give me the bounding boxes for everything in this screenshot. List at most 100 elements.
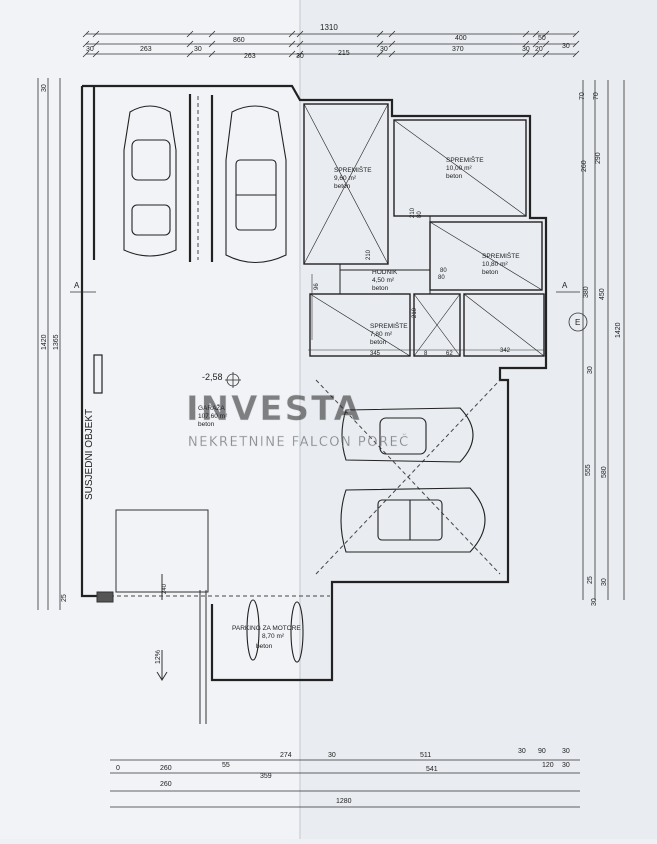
dim-left-1420: 1420 <box>41 334 48 350</box>
dim-bottom-1280: 1280 <box>336 798 352 805</box>
dim-left-30: 30 <box>41 84 48 92</box>
dimension-tick <box>92 30 100 38</box>
room-spremiste-1-floor: beton <box>334 183 351 190</box>
dim-bottom-30b: 30 <box>518 748 526 755</box>
dim-right-380: 380 <box>583 286 590 298</box>
dim-bottom-55: 55 <box>222 762 230 769</box>
inner-dim-80b: 80 <box>440 268 447 274</box>
dim-top-30a: 30 <box>86 46 94 53</box>
axis-e-label: E <box>575 318 580 327</box>
dim-right-30b: 30 <box>591 598 598 606</box>
dimension-tick <box>186 30 194 38</box>
dimension-tick <box>296 30 304 38</box>
room-spremiste-4-name: SPREMIŠTE <box>370 321 408 330</box>
room-parking-moto-floor: beton <box>256 643 273 650</box>
room-garaza-area: 107,60 m² <box>198 413 228 420</box>
dim-right-70b: 70 <box>593 92 600 100</box>
room-parking-moto-name: PARKING ZA MOTORE <box>232 625 301 632</box>
dimension-tick <box>186 50 194 58</box>
dim-bottom-30a: 30 <box>328 752 336 759</box>
room-spremiste-3-name: SPREMIŠTE <box>482 251 520 260</box>
watermark-brand: INVESTA <box>186 389 362 429</box>
slope-label: 12% <box>155 650 162 664</box>
room-garaza-floor: beton <box>198 421 215 428</box>
dim-bottom-30c: 30 <box>562 748 570 755</box>
neighbor-label: SUSJEDNI OBJEKT <box>84 409 95 500</box>
dim-bottom-30d: 30 <box>562 762 570 769</box>
dimension-tick <box>82 40 90 48</box>
inner-dim-80a: 80 <box>417 211 423 218</box>
dimension-tick <box>376 40 384 48</box>
dimension-tick <box>288 50 296 58</box>
room-spremiste-3-area: 10,80 m² <box>482 261 508 268</box>
dim-right-25: 25 <box>587 576 594 584</box>
inner-dim-240: 240 <box>162 583 168 594</box>
dim-top-20: 20 <box>535 46 543 53</box>
inner-dim-210b: 210 <box>366 249 372 260</box>
dim-bottom-0: 0 <box>116 765 120 772</box>
dimension-tick <box>542 40 550 48</box>
dimension-tick <box>522 30 530 38</box>
dim-right-1420: 1420 <box>615 322 622 338</box>
dimension-tick <box>208 50 216 58</box>
dimension-tick <box>288 30 296 38</box>
dim-right-30a: 30 <box>601 578 608 586</box>
dimension-tick <box>388 30 396 38</box>
dim-top-30b: 30 <box>194 46 202 53</box>
inner-dim-62: 62 <box>446 351 453 357</box>
dim-top-860: 860 <box>233 37 245 44</box>
dim-top-overall: 1310 <box>320 23 338 32</box>
inner-dim-342: 342 <box>500 348 511 354</box>
dimension-tick <box>376 30 384 38</box>
inner-dim-8: 8 <box>424 351 428 357</box>
dim-bottom-260a: 260 <box>160 765 172 772</box>
dim-right-30c: 30 <box>587 366 594 374</box>
inner-dim-210d: 210 <box>412 307 418 318</box>
dim-bottom-260b: 260 <box>160 781 172 788</box>
dim-bottom-359: 359 <box>260 773 272 780</box>
dimension-tick <box>92 40 100 48</box>
section-a-left: A <box>74 281 80 290</box>
dim-right-450: 450 <box>599 288 606 300</box>
dim-bottom-541: 541 <box>426 766 438 773</box>
dimension-tick <box>532 50 540 58</box>
inner-dim-210a: 210 <box>410 207 416 218</box>
dimension-tick <box>208 40 216 48</box>
dim-left-1365: 1365 <box>53 334 60 350</box>
inner-dim-345: 345 <box>370 351 381 357</box>
room-spremiste-2-area: 10,00 m² <box>446 165 472 172</box>
dim-top-370: 370 <box>452 46 464 53</box>
dim-top-263b: 263 <box>244 53 256 60</box>
room-spremiste-1-area: 9,60 m² <box>334 175 357 182</box>
room-spremiste-1-name: SPREMIŠTE <box>334 165 372 174</box>
room-hodnik-name: HODNIK <box>372 269 398 276</box>
dimension-tick <box>82 30 90 38</box>
dim-bottom-511: 511 <box>420 752 431 759</box>
room-spremiste-3-floor: beton <box>482 269 499 276</box>
dim-right-580: 580 <box>601 466 608 478</box>
dimension-tick <box>572 30 580 38</box>
room-spremiste-4-floor: beton <box>370 339 387 346</box>
dim-top-30d: 30 <box>380 46 388 53</box>
dimension-tick <box>296 40 304 48</box>
dim-left-25: 25 <box>61 594 68 602</box>
dim-top-30c: 30 <box>296 53 304 60</box>
dimension-tick <box>532 30 540 38</box>
dim-right-290: 290 <box>595 152 602 164</box>
room-spremiste-2-floor: beton <box>446 173 463 180</box>
dim-top-50: 50 <box>538 35 546 42</box>
dim-top-30e: 30 <box>522 46 530 53</box>
dimension-tick <box>376 50 384 58</box>
dim-bottom-274: 274 <box>280 752 292 759</box>
dimension-tick <box>288 40 296 48</box>
inner-dim-210c: 80 <box>438 275 445 281</box>
dim-right-555: 555 <box>585 464 592 476</box>
dim-top-263a: 263 <box>140 46 152 53</box>
dim-right-70a: 70 <box>579 92 586 100</box>
room-hodnik-floor: beton <box>372 285 389 292</box>
room-hodnik-area: 4,50 m² <box>372 277 395 284</box>
dimension-tick <box>186 40 194 48</box>
dim-right-260: 260 <box>581 160 588 172</box>
